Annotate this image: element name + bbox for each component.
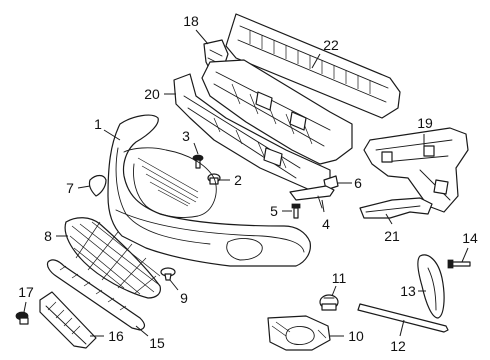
leader-7: [77, 185, 91, 189]
callout-8: 8: [44, 228, 52, 244]
callout-11: 11: [332, 270, 347, 286]
callout-1: 1: [94, 116, 102, 132]
part-10-fog-bezel: [267, 315, 331, 351]
callout-12: 12: [390, 338, 406, 354]
part-17-screw: [15, 311, 29, 325]
callout-6: 6: [354, 175, 362, 191]
callout-2: 2: [234, 172, 242, 188]
callout-18: 18: [183, 13, 199, 29]
part-13-side-trim: [417, 254, 445, 319]
callout-4: 4: [322, 216, 330, 232]
part-3-screw: [192, 154, 204, 169]
leader-21: [385, 213, 393, 225]
callout-14: 14: [462, 230, 478, 246]
leader-17: [23, 301, 27, 313]
callout-3: 3: [182, 128, 190, 144]
callout-19: 19: [417, 115, 433, 131]
callout-15: 15: [149, 335, 165, 351]
leader-18: [195, 29, 209, 45]
leader-1: [103, 129, 121, 141]
part-8-grille: [64, 217, 161, 299]
bumper-carrier: [201, 59, 353, 165]
part-4-bracket: [289, 185, 335, 209]
callout-17: 17: [18, 284, 34, 300]
part-14-pin: [447, 259, 471, 269]
leader-9: [169, 279, 179, 291]
part-16-plate-bracket: [39, 291, 97, 349]
part-9-push-clip: [160, 267, 176, 281]
leader-3: [193, 142, 199, 155]
leader-11: [331, 285, 337, 297]
callout-13: 13: [400, 283, 416, 299]
part-11-sensor: [319, 294, 339, 311]
leader-4: [321, 199, 325, 213]
callout-7: 7: [66, 180, 74, 196]
leader-15: [135, 325, 149, 337]
part-12-molding: [357, 303, 449, 333]
leader-lines: [23, 29, 469, 337]
part-19-right-bracket: [363, 127, 469, 213]
callout-labels: 1 2 3 4 5 6 7 8 9 10 11 12 13 14 15 16 1…: [18, 13, 478, 354]
part-5-screw: [291, 203, 301, 219]
part-7-cap: [88, 174, 107, 197]
callout-20: 20: [144, 86, 160, 102]
callout-5: 5: [270, 203, 278, 219]
part-15-lower-trim: [46, 259, 146, 331]
leader-14: [461, 247, 469, 263]
callout-16: 16: [108, 328, 124, 344]
leader-12: [399, 319, 405, 337]
leader-22: [311, 53, 321, 69]
part-21-lower-right-bracket: [359, 197, 433, 219]
callout-22: 22: [323, 37, 339, 53]
callout-10: 10: [348, 328, 364, 344]
callout-9: 9: [180, 290, 188, 306]
part-1-bumper-cover: [107, 114, 311, 267]
callout-21: 21: [384, 228, 400, 244]
